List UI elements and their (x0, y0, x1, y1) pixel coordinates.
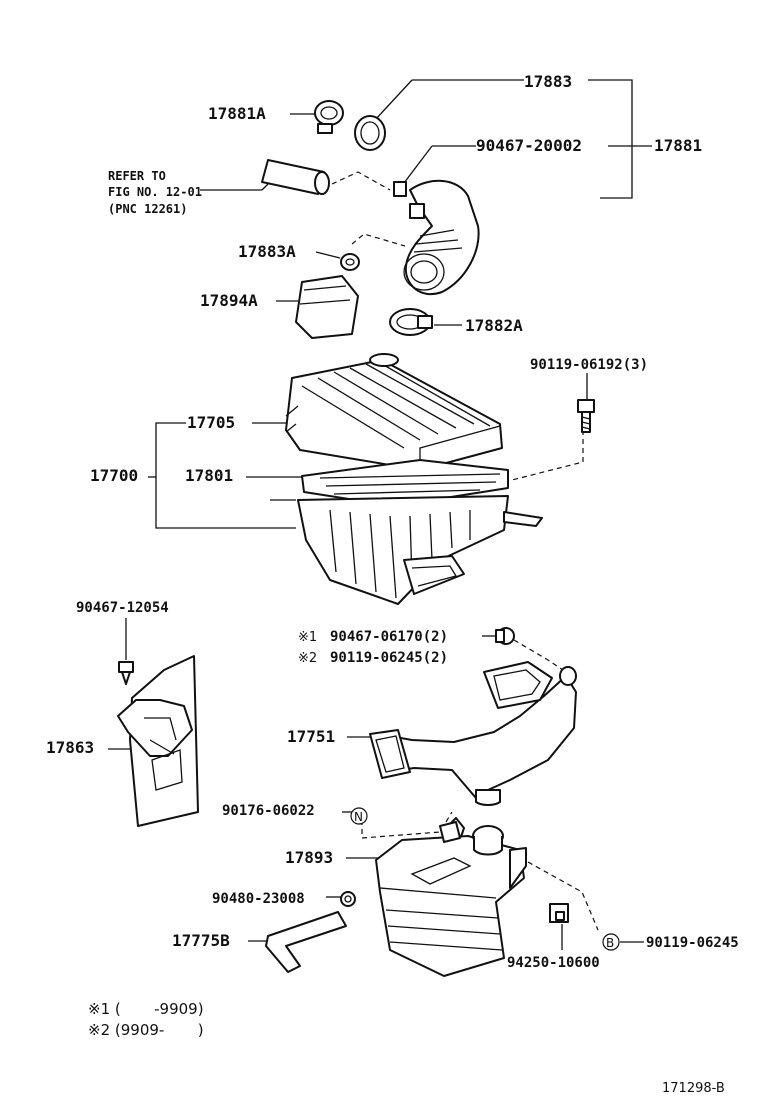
label-90480-23008: 90480-23008 (212, 891, 305, 907)
marker-n-circle (350, 807, 368, 825)
label-17863: 17863 (46, 738, 94, 757)
marker-b-text: B (606, 936, 614, 950)
figure-code: 171298-B (662, 1081, 725, 1096)
bolt-90119-06192-drawing (577, 399, 595, 433)
label-17751: 17751 (287, 727, 335, 746)
label-17801: 17801 (185, 466, 233, 485)
label-90119-06245: 90119-06245 (646, 935, 739, 951)
label-94250-10600: 94250-10600 (507, 955, 600, 971)
air-cleaner-cap-17705-drawing (285, 353, 503, 471)
marker-b-circle (602, 933, 620, 951)
label-17705: 17705 (187, 413, 235, 432)
hose-clamp-17881a-drawing (314, 100, 344, 134)
grommet-90480-23008-drawing (340, 891, 356, 907)
clip-90467-20002-drawing (393, 181, 407, 197)
label-17882a: 17882A (465, 316, 523, 335)
reference-hose-drawing (261, 159, 330, 195)
air-guide-17863-drawing (117, 655, 199, 827)
intake-hose-17881-drawing (403, 179, 480, 296)
label-17883: 17883 (524, 72, 572, 91)
label-90467-12054: 90467-12054 (76, 600, 169, 616)
footnote-2: ※2 (9909- ) (88, 1021, 204, 1039)
refer-line-3: (PNC 12261) (108, 202, 187, 216)
label-17775b: 17775B (172, 931, 230, 950)
label-90119-06245-2: 90119-06245(2) (330, 650, 448, 666)
clamp-17883-drawing (354, 115, 386, 151)
mark-2: ※2 (298, 651, 317, 666)
marker-n-text: N (354, 810, 363, 824)
footnote-1: ※1 ( -9909) (88, 1000, 204, 1018)
label-17881: 17881 (654, 136, 702, 155)
clamp-17883a-drawing (340, 253, 360, 271)
mark-1: ※1 (298, 630, 317, 645)
label-17894a: 17894A (200, 291, 258, 310)
label-90467-20002: 90467-20002 (476, 136, 582, 155)
inlet-duct-17751-drawing (369, 661, 577, 806)
label-17700: 17700 (90, 466, 138, 485)
label-90467-06170: 90467-06170(2) (330, 629, 448, 645)
label-17883a: 17883A (238, 242, 296, 261)
fastener-90467-06170-drawing (495, 627, 515, 645)
resonator-17894a-drawing (295, 275, 359, 339)
label-90176-06022: 90176-06022 (222, 803, 315, 819)
clamp-17882a-drawing (389, 308, 433, 336)
air-filter-element-17801-drawing (301, 459, 509, 507)
refer-line-1: REFER TO (108, 169, 166, 183)
hose-17775b-drawing (265, 911, 347, 973)
clip-94250-10600-drawing (549, 903, 569, 923)
refer-line-2: FIG NO. 12-01 (108, 185, 202, 199)
leader-lines (108, 79, 652, 950)
resonator-17893-drawing (375, 821, 527, 977)
label-17881a: 17881A (208, 104, 266, 123)
air-cleaner-case-17700-drawing (297, 495, 543, 605)
label-90119-06192: 90119-06192(3) (530, 357, 648, 373)
clip-90467-12054-drawing (118, 661, 134, 685)
label-17893: 17893 (285, 848, 333, 867)
